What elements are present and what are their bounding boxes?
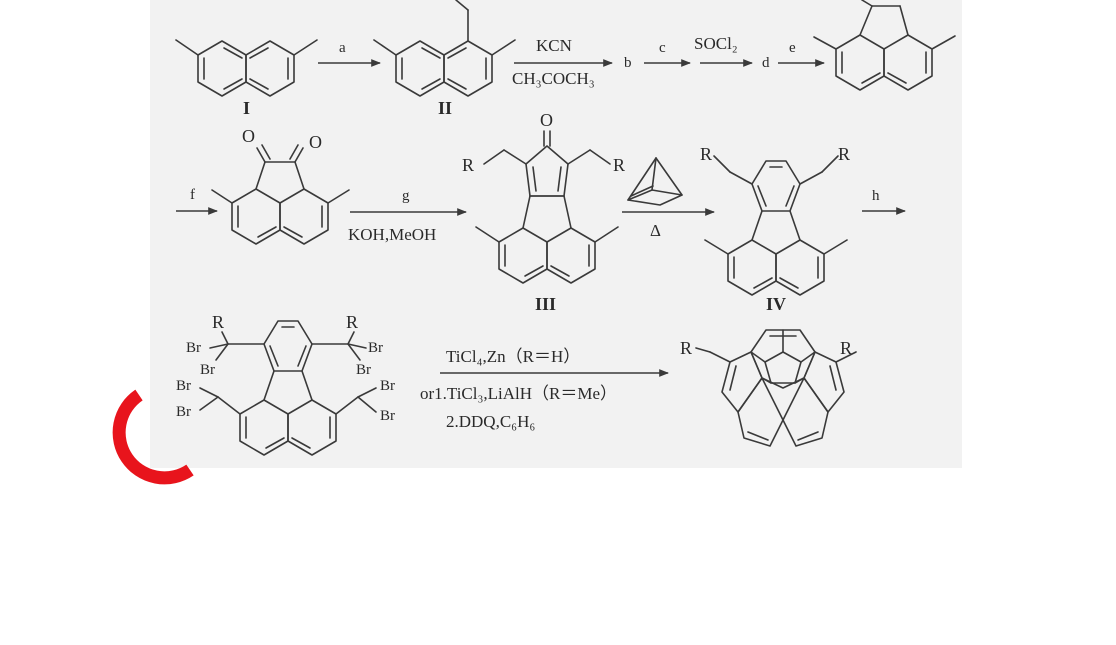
acenaphthenequinone-structure [211,144,350,245]
atom-R-IV-right: R [838,144,850,164]
reagent-final-line-2: or1.TiCl₃,LiAlH（R＝Me） [420,384,617,403]
atom-Br-3: Br [368,340,383,356]
atom-Br-7: Br [380,378,395,394]
reagent-acetone: CH₃COCH₃ [512,69,595,88]
step-label-b: b [624,55,632,71]
atom-Br-5: Br [176,378,191,394]
atom-Br-6: Br [176,404,191,420]
atom-R-IV-left: R [700,144,712,164]
atom-R-product-right: R [840,338,852,358]
corannulene-structure [695,329,857,447]
atom-R-III-left: R [462,155,474,175]
atom-R-III-right: R [613,155,625,175]
step-label-e: e [789,40,796,56]
compound-label-IV: IV [766,294,786,314]
atom-R-product-left: R [680,338,692,358]
compound-label-II: II [438,98,452,118]
step-label-a: a [339,40,346,56]
step-label-d: d [762,55,770,71]
compound-III-structure [475,130,619,284]
atom-O-quinone-left: O [242,126,255,146]
step-label-c: c [659,40,666,56]
reagent-final-line-3: 2.DDQ,C₆H₆ [446,412,535,431]
atom-O-dienone: O [540,110,553,130]
reagent-final-line-1: TiCl₄,Zn（R＝H） [446,347,580,366]
step-label-h: h [872,188,880,204]
compound-I-structure [175,39,318,97]
atom-Br-4: Br [356,362,371,378]
red-annotation-arc [112,389,194,485]
acenaphthenone-structure [813,0,956,91]
octabromide-structure [199,320,377,456]
compound-II-structure [373,0,516,97]
reagent-kcn: KCN [536,36,572,55]
atom-R-br-left: R [212,312,224,332]
reagent-heat: Δ [650,221,661,240]
norbornadiene-icon [627,157,683,206]
compound-label-I: I [243,98,250,118]
reagent-koh-meoh: KOH,MeOH [348,225,436,244]
atom-Br-1: Br [186,340,201,356]
atom-Br-8: Br [380,408,395,424]
step-label-f: f [190,187,195,203]
atom-Br-2: Br [200,362,215,378]
compound-IV-structure [704,155,848,296]
atom-R-br-right: R [346,312,358,332]
step-label-g: g [402,188,410,204]
reagent-socl2: SOCl₂ [694,34,738,53]
atom-O-quinone-right: O [309,132,322,152]
compound-label-III: III [535,294,556,314]
